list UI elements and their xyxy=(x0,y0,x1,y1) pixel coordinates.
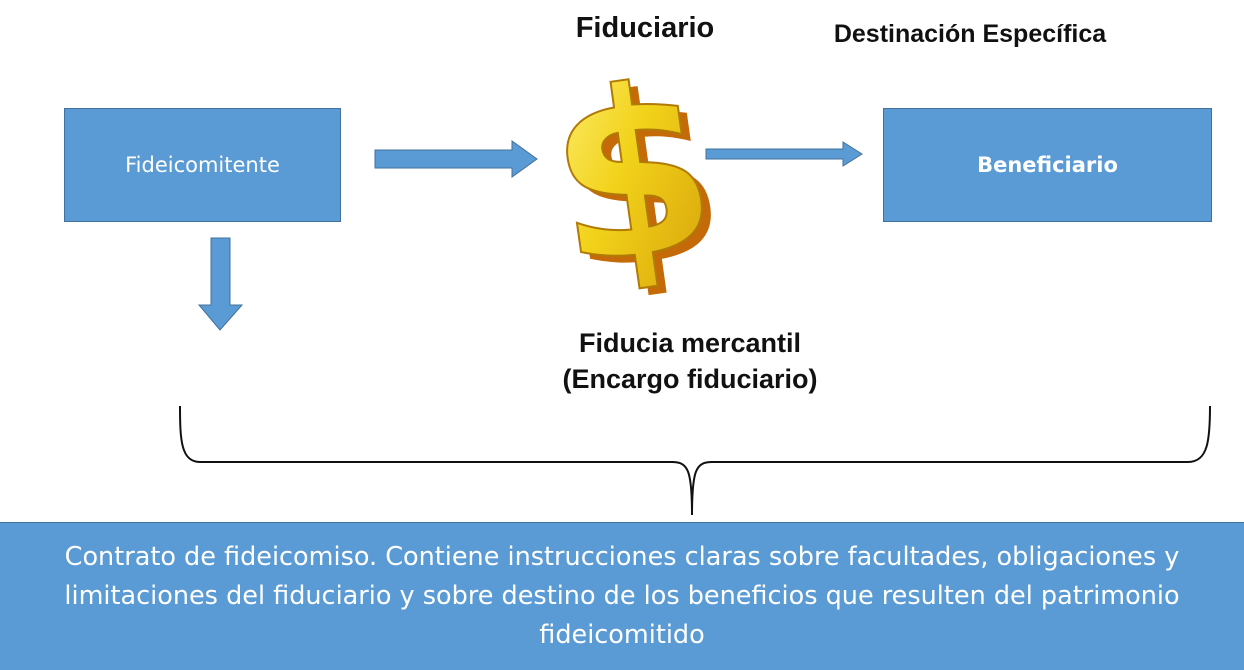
contrato-fideicomiso-box: Contrato de fideicomiso. Contiene instru… xyxy=(0,522,1244,670)
destinacion-especifica-title: Destinación Específica xyxy=(833,20,1107,48)
curly-brace xyxy=(179,405,1211,516)
dollar-face: $ xyxy=(535,33,731,320)
fiducia-mercantil-caption: Fiducia mercantil (Encargo fiduciario) xyxy=(490,325,890,397)
fiduciario-title: Fiduciario xyxy=(575,12,715,44)
caption-line-1: Fiducia mercantil xyxy=(578,328,802,358)
arrow-down-icon xyxy=(197,237,244,331)
arrow-right-icon xyxy=(705,141,863,167)
beneficiario-label: Beneficiario xyxy=(977,153,1118,177)
dollar-sign-icon: $ $ xyxy=(534,32,740,326)
caption-line-2: (Encargo fiduciario) xyxy=(562,364,818,394)
fideicomitente-label: Fideicomitente xyxy=(125,153,280,177)
dollar-shadow: $ xyxy=(544,39,740,326)
contrato-fideicomiso-text: Contrato de fideicomiso. Contiene instru… xyxy=(64,542,1180,650)
arrow-right-icon xyxy=(374,140,538,178)
beneficiario-box: Beneficiario xyxy=(883,108,1212,222)
fideicomitente-box: Fideicomitente xyxy=(64,108,341,222)
